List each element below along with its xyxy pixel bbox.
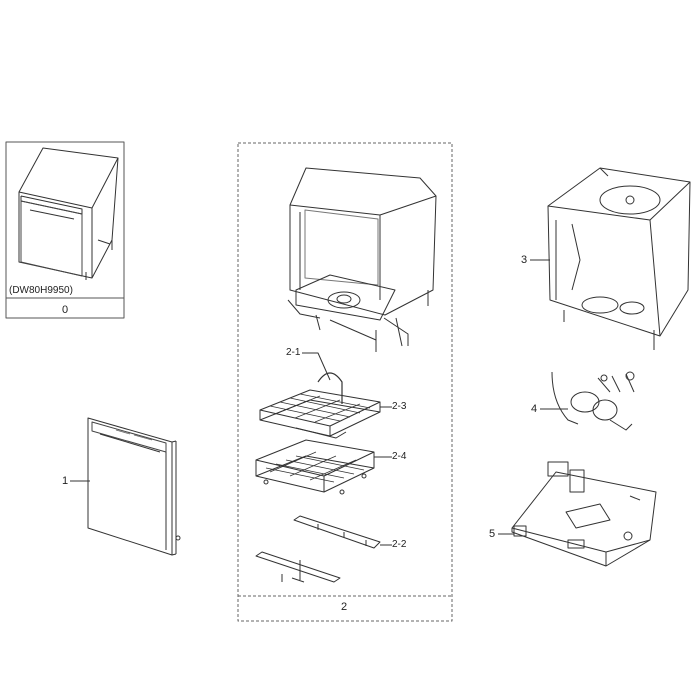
model-number-label: (DW80H9950) [9, 285, 73, 296]
part-2-3-label: 2-3 [392, 401, 407, 412]
part-0-frame [5, 141, 125, 319]
part-2-frame [237, 142, 453, 622]
part-3-label: 3 [521, 254, 528, 266]
tub-frame-illustration [547, 167, 691, 350]
hose-assembly-illustration [551, 371, 635, 431]
leader-2-1 [302, 352, 331, 381]
spray-arm-illustration [255, 515, 381, 583]
assembled-dishwasher-illustration [18, 147, 119, 280]
part-5-label: 5 [489, 528, 496, 540]
part-2-4-label: 2-4 [392, 451, 407, 462]
part-2-label: 2 [341, 601, 348, 613]
part-2-2-label: 2-2 [392, 539, 407, 550]
tub-illustration [287, 167, 437, 352]
door-panel-illustration [87, 417, 181, 556]
upper-rack-illustration [259, 372, 381, 439]
part-2-1-label: 2-1 [286, 347, 301, 358]
part-1-label: 1 [62, 475, 69, 487]
base-assembly-illustration [511, 461, 657, 567]
lower-rack-illustration [255, 439, 375, 495]
part-0-label: 0 [62, 304, 69, 316]
part-4-label: 4 [531, 403, 538, 415]
